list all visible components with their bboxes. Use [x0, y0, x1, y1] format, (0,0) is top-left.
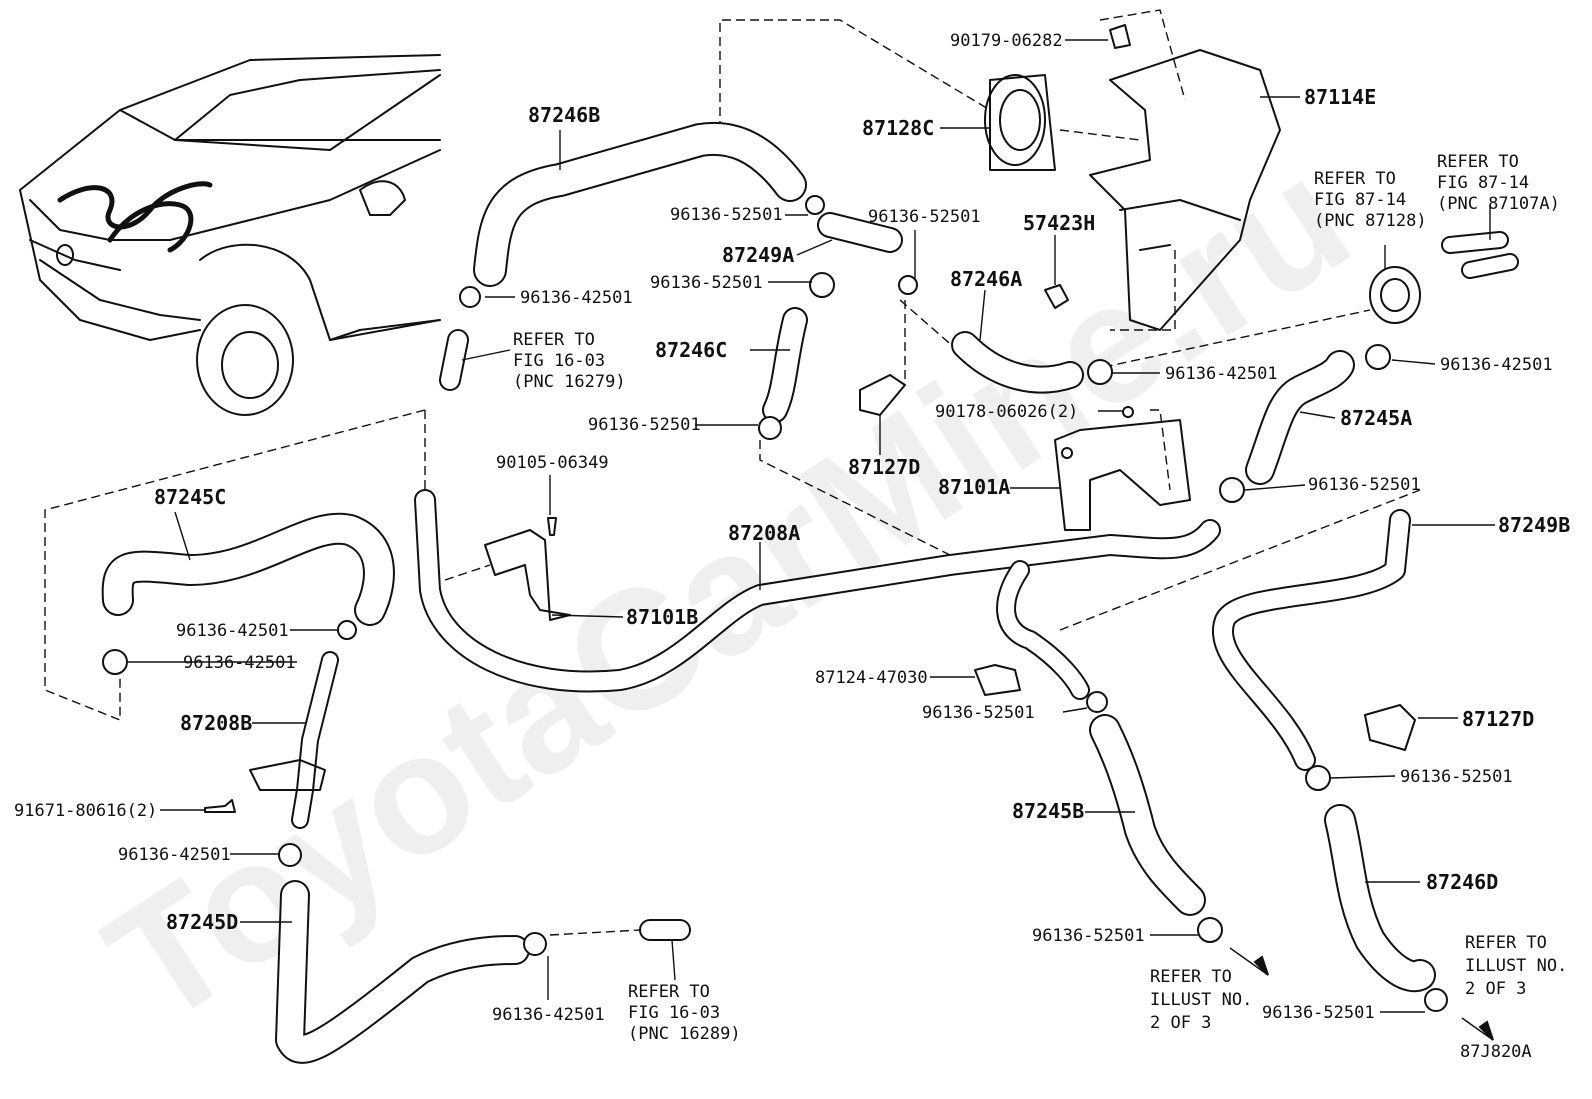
- label-96136-42501: 96136-42501: [183, 653, 296, 673]
- label-90105-06349: 90105-06349: [496, 453, 609, 473]
- ref-illust-b: REFER TO ILLUST NO. 2 OF 3: [1465, 933, 1578, 999]
- label-87246B: 87246B: [528, 103, 600, 127]
- ref-illust-a: REFER TO ILLUST NO. 2 OF 3: [1150, 967, 1263, 1033]
- label-87245C: 87245C: [154, 485, 226, 509]
- label-90179-06282: 90179-06282: [950, 31, 1063, 51]
- part-labels: 87246B 87128C 90179-06282 87114E 96136-5…: [14, 31, 1570, 1025]
- label-96136-42501: 96136-42501: [1440, 355, 1553, 375]
- label-96136-42501: 96136-42501: [1165, 364, 1278, 384]
- guide-lines: [44, 9, 1421, 936]
- ref-fig-16-03-b: REFER TO FIG 16-03 (PNC 16289): [628, 982, 741, 1044]
- label-96136-42501: 96136-42501: [492, 1005, 605, 1025]
- label-87245A: 87245A: [1340, 406, 1412, 430]
- label-96136-52501: 96136-52501: [1308, 475, 1421, 495]
- label-96136-52501: 96136-52501: [1400, 767, 1513, 787]
- label-96136-42501: 96136-42501: [520, 288, 633, 308]
- label-87246A: 87246A: [950, 267, 1022, 291]
- clamps: [102, 195, 1448, 1012]
- label-96136-52501: 96136-52501: [1262, 1003, 1375, 1023]
- label-87246D: 87246D: [1426, 870, 1498, 894]
- label-96136-52501: 96136-52501: [1032, 926, 1145, 946]
- ref-fig-16-03-a: REFER TO FIG 16-03 (PNC 16279): [513, 330, 626, 392]
- ref-fig-87-14-b: REFER TO FIG 87-14 (PNC 87107A): [1437, 152, 1560, 214]
- components: [204, 24, 1421, 813]
- label-87101A: 87101A: [938, 475, 1010, 499]
- label-87208A: 87208A: [728, 521, 800, 545]
- label-91671-80616: 91671-80616(2): [14, 801, 157, 821]
- label-96136-52501: 96136-52501: [922, 703, 1035, 723]
- leader-lines: [128, 39, 1495, 1013]
- ref-fig-87-14-a: REFER TO FIG 87-14 (PNC 87128): [1314, 169, 1427, 231]
- label-90178-06026: 90178-06026(2): [935, 402, 1078, 422]
- label-87245D: 87245D: [166, 910, 238, 934]
- hoses: [101, 121, 1519, 1064]
- label-96136-42501: 96136-42501: [176, 621, 289, 641]
- label-87101B: 87101B: [626, 605, 698, 629]
- label-87245B: 87245B: [1012, 799, 1084, 823]
- label-87127D: 87127D: [848, 455, 920, 479]
- label-87128C: 87128C: [862, 116, 934, 140]
- label-87246C: 87246C: [655, 338, 727, 362]
- label-96136-52501: 96136-52501: [670, 205, 783, 225]
- label-96136-52501: 96136-52501: [868, 207, 981, 227]
- label-96136-42501: 96136-42501: [118, 845, 231, 865]
- label-57423H: 57423H: [1023, 211, 1095, 235]
- reference-notes: REFER TO FIG 16-03 (PNC 16279) REFER TO …: [513, 152, 1578, 1062]
- label-96136-52501: 96136-52501: [650, 273, 763, 293]
- figure-code: 87J820A: [1460, 1042, 1532, 1062]
- label-87114E: 87114E: [1304, 85, 1376, 109]
- label-87249B: 87249B: [1498, 513, 1570, 537]
- label-96136-52501: 96136-52501: [588, 415, 701, 435]
- label-87124-47030: 87124-47030: [815, 668, 928, 688]
- label-87127D: 87127D: [1462, 707, 1534, 731]
- direction-arrows: [1229, 947, 1494, 1041]
- label-87249A: 87249A: [722, 243, 794, 267]
- label-87208B: 87208B: [180, 711, 252, 735]
- vehicle-illustration: [19, 54, 441, 416]
